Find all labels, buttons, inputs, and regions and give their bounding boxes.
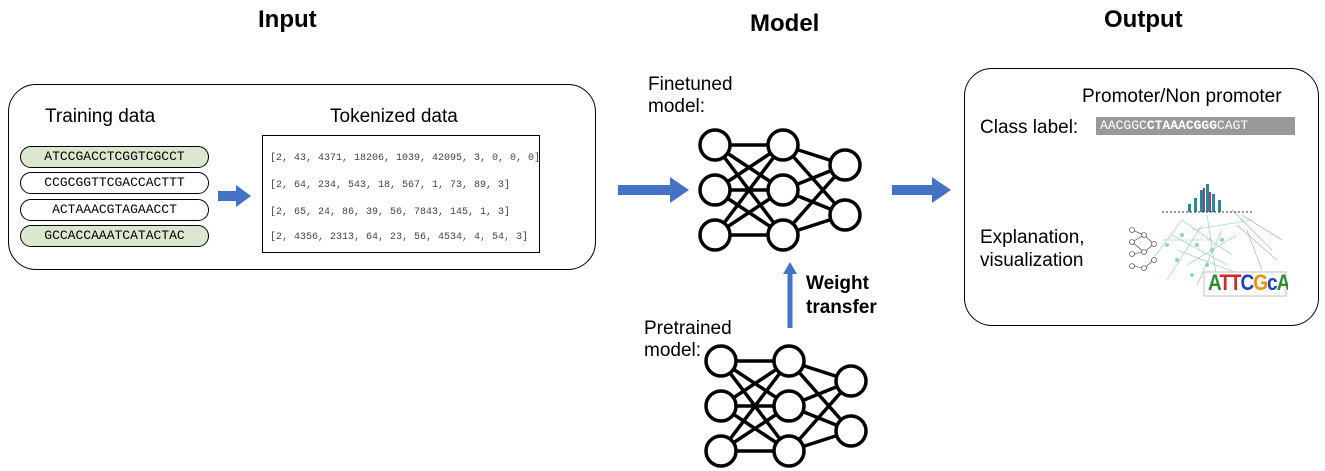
logo-letter: T <box>1229 271 1242 296</box>
token-row-3: [2, 65, 24, 86, 39, 56, 7843, 145, 1, 3] <box>270 207 511 218</box>
token-row-2: [2, 64, 234, 543, 18, 567, 1, 73, 89, 3] <box>270 180 511 191</box>
sequence-logo-text: ATTCGcAT <box>1208 271 1288 295</box>
output-box <box>964 68 1319 326</box>
network-node <box>834 364 868 398</box>
class-seq-prefix: AACGGC <box>1100 118 1147 133</box>
weight-transfer-line2: transfer <box>806 297 877 318</box>
explanation-line1: Explanation, <box>980 227 1085 248</box>
logo-letter: G <box>1253 271 1268 296</box>
sequence-1: ATCCGACCTCGGTCGCCT <box>20 146 209 168</box>
finetuned-network-icon <box>698 128 862 252</box>
network-edge <box>713 143 785 237</box>
explanation-visualization-image <box>1129 184 1287 297</box>
model-title: Model <box>750 10 820 37</box>
class-seq-bold: CTAAACGGG <box>1146 118 1218 133</box>
explanation-label: Explanation, visualization <box>980 226 1085 272</box>
training-data-label: Training data <box>45 106 156 127</box>
token-row-1: [2, 43, 4371, 18206, 1039, 42095, 3, 0, … <box>270 153 541 164</box>
tokenized-data-box <box>262 135 540 253</box>
output-title: Output <box>1104 6 1183 33</box>
explanation-line2: visualization <box>980 250 1084 271</box>
input-to-model-arrow-icon <box>618 177 689 203</box>
logo-letter: C <box>1240 271 1255 296</box>
pretrained-network-icon <box>704 344 868 468</box>
weight-transfer-line1: Weight <box>806 273 869 294</box>
network-node <box>828 148 862 182</box>
network-node <box>704 434 738 468</box>
logo-letter: A <box>1208 271 1220 296</box>
weight-transfer-arrow-icon <box>783 262 797 328</box>
network-node <box>766 173 800 207</box>
sequence-2: CCGCGGTTCGACCACTTT <box>20 172 209 194</box>
logo-letter: T <box>1219 271 1231 296</box>
model-to-output-arrow-icon <box>892 177 951 203</box>
network-edge <box>719 359 791 453</box>
sequence-logo: ATTCGcAT <box>1208 271 1288 296</box>
network-node <box>704 344 738 378</box>
sequence-4: GCCACCAAATCATACTAC <box>20 225 209 247</box>
token-row-4: [2, 4356, 2313, 64, 23, 56, 4534, 4, 54,… <box>270 232 529 243</box>
class-label: Class label: <box>980 117 1079 138</box>
network-node <box>772 344 806 378</box>
network-node <box>698 218 732 252</box>
logo-letter: c <box>1267 271 1278 296</box>
input-title: Input <box>258 6 317 33</box>
network-node <box>772 389 806 423</box>
class-seq-suffix: CAGT <box>1217 118 1249 133</box>
network-node <box>698 173 732 207</box>
input-box <box>8 84 596 270</box>
finetuned-label-line2: model: <box>648 96 706 117</box>
network-node <box>772 434 806 468</box>
class-title: Promoter/Non promoter <box>1082 86 1282 107</box>
weight-transfer-label: Weight transfer <box>806 272 877 320</box>
finetuned-label-line1: Finetuned <box>648 74 733 95</box>
network-node <box>704 389 738 423</box>
pretrained-model-label: Pretrained model: <box>644 318 732 362</box>
pretrained-label-line2: model: <box>644 340 702 361</box>
tokenized-data-label: Tokenized data <box>330 106 458 127</box>
logo-letter: A <box>1276 271 1288 296</box>
pretrained-label-line1: Pretrained <box>644 318 732 339</box>
tokenize-arrow-icon <box>218 185 251 207</box>
network-node <box>766 218 800 252</box>
network-node <box>834 414 868 448</box>
finetuned-model-label: Finetuned model: <box>648 74 733 118</box>
network-node <box>766 128 800 162</box>
network-node <box>698 128 732 162</box>
network-node <box>828 198 862 232</box>
class-sequence: AACGGCCTAAACGGGCAGT <box>1096 117 1295 135</box>
sequence-3: ACTAAACGTAGAACCT <box>20 199 209 221</box>
